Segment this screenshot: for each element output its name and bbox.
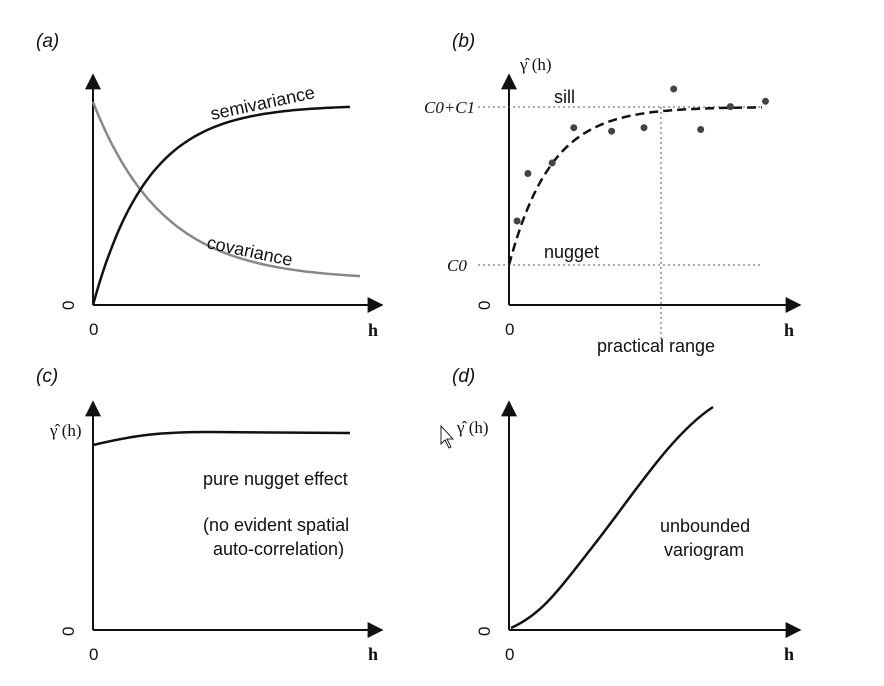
- sample-point: [548, 159, 556, 167]
- panel-b-label: (b): [452, 31, 475, 52]
- panel-c-x-axis-label: h: [368, 644, 378, 664]
- panel-c-caption-1: pure nugget effect: [203, 469, 348, 489]
- panel-a-x-tick-0: 0: [89, 320, 98, 339]
- sample-point: [608, 127, 616, 135]
- panel-d-x-axis-label: h: [784, 644, 794, 664]
- panel-d-y-tick-0: 0: [475, 627, 494, 636]
- panel-c-caption-3: auto-correlation): [213, 539, 344, 559]
- panel-b-x-tick-0: 0: [505, 320, 514, 339]
- sample-point: [670, 85, 678, 93]
- panel-b-x-axis-label: h: [784, 320, 794, 340]
- semivariance-label: semivariance: [209, 82, 317, 124]
- sample-point: [640, 124, 648, 132]
- panel-c-caption-2: (no evident spatial: [203, 515, 349, 535]
- sample-point: [762, 97, 769, 105]
- panel-c-label: (c): [36, 366, 58, 387]
- sample-point: [570, 124, 578, 132]
- practical-range-label: practical range: [597, 336, 715, 356]
- sill-level-label: C0+C1: [424, 98, 475, 117]
- semivariance-curve: [91, 105, 351, 306]
- sample-point: [513, 217, 521, 225]
- panel-d-caption-2: variogram: [664, 540, 744, 560]
- nugget-effect-curve: [92, 430, 351, 447]
- panel-d-y-axis-label: γ̂ (h): [456, 418, 489, 437]
- panel-d: (d) γ̂ (h) 0 0 h unbounded variogram: [440, 366, 802, 664]
- panel-d-label: (d): [452, 366, 475, 387]
- model-curve: [507, 106, 762, 266]
- covariance-curve: [91, 101, 361, 278]
- panel-b-y-tick-0: 0: [475, 301, 494, 310]
- panel-d-caption-1: unbounded: [660, 516, 750, 536]
- sample-points: [513, 85, 769, 225]
- panel-a-x-axis-label: h: [368, 320, 378, 340]
- panel-a: (a) 0 0 h semivariance covariance: [36, 31, 384, 340]
- panel-b-y-axis-label: γ̂ (h): [519, 55, 552, 74]
- panel-c-y-tick-0: 0: [59, 627, 78, 636]
- panel-a-label: (a): [36, 31, 59, 52]
- sample-point: [524, 170, 532, 177]
- panel-c-y-axis-label: γ̂ (h): [49, 421, 82, 440]
- nugget-label: nugget: [544, 242, 599, 262]
- panel-d-x-tick-0: 0: [505, 645, 514, 664]
- nugget-level-label: C0: [447, 256, 467, 275]
- panel-a-y-tick-0: 0: [59, 301, 78, 310]
- covariance-label: covariance: [205, 232, 294, 270]
- panel-b: (b) γ̂ (h) 0 0 h C0+C1 C0 sill nugget pr…: [424, 31, 802, 356]
- sample-point: [697, 126, 705, 133]
- panel-c-x-tick-0: 0: [89, 645, 98, 664]
- panel-c: (c) γ̂ (h) 0 0 h pure nugget effect (no …: [36, 366, 384, 664]
- sill-label: sill: [554, 87, 575, 107]
- sample-point: [726, 103, 734, 111]
- unbounded-variogram-curve: [510, 405, 714, 630]
- mouse-pointer-icon: [440, 424, 455, 449]
